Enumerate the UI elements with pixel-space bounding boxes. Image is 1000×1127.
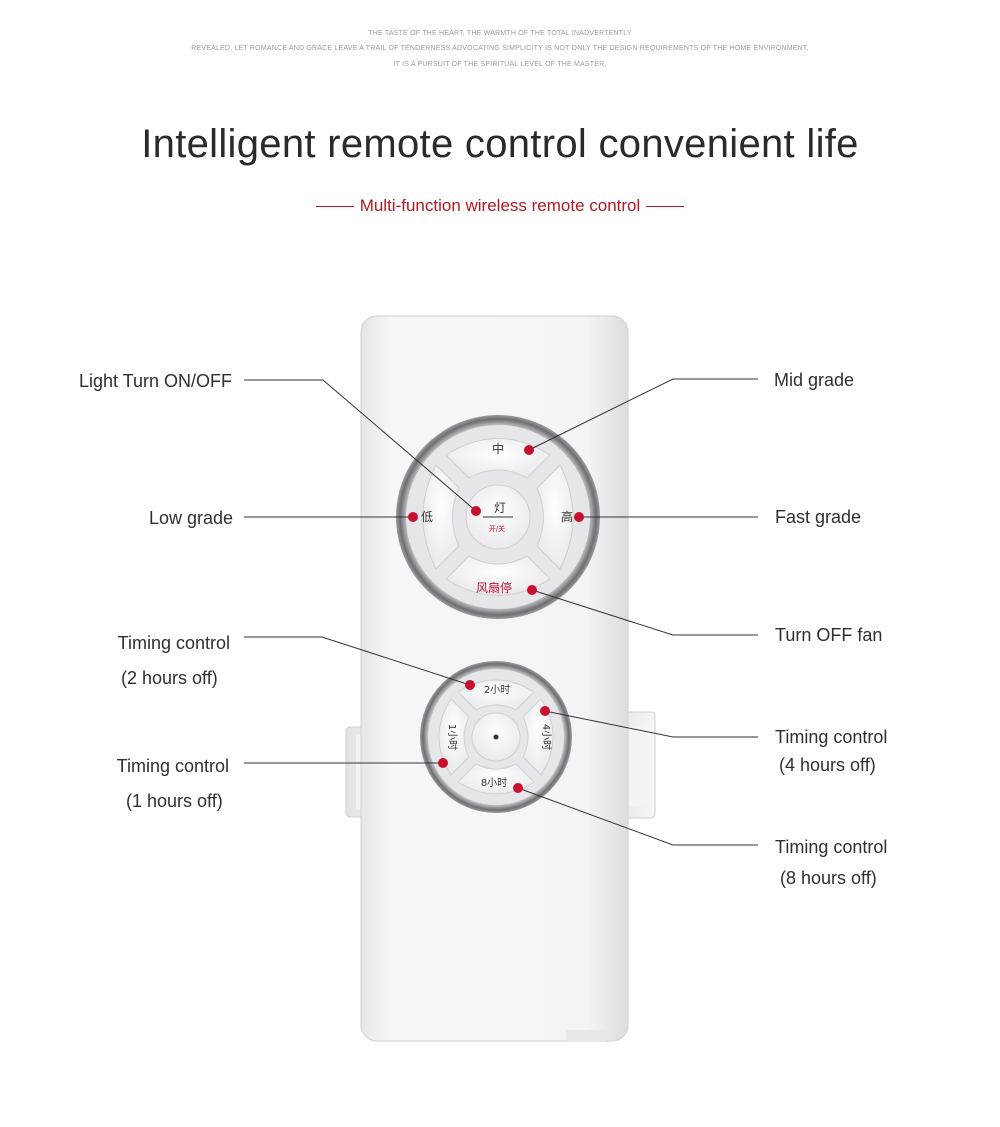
high-button-label: 高 bbox=[561, 509, 573, 524]
light-button-label: 灯 bbox=[494, 501, 506, 515]
timer-4h-label: 4小时 bbox=[540, 724, 552, 750]
page-subtitle: Multi-function wireless remote control bbox=[0, 196, 1000, 216]
callout-timer-2h-sub: (2 hours off) bbox=[121, 668, 218, 688]
timer-control-pad: 2小时 8小时 1小时 4小时 bbox=[420, 661, 572, 813]
callout-timer-1h-title: Timing control bbox=[116, 756, 229, 776]
callout-timer-8h-sub: (8 hours off) bbox=[780, 868, 877, 888]
high-speed-button[interactable] bbox=[536, 464, 574, 570]
callout-mid: Mid grade bbox=[774, 370, 855, 390]
marker-mid bbox=[524, 445, 534, 455]
leader-timer-4h bbox=[544, 710, 758, 738]
marker-timer-4h bbox=[540, 706, 550, 716]
fan-stop-button[interactable] bbox=[445, 555, 551, 596]
callout-fast: Fast grade bbox=[775, 507, 862, 527]
leader-timer-8h bbox=[517, 787, 758, 846]
intro-line-2: REVEALED, LET ROMANCE AND GRACE LEAVE A … bbox=[191, 45, 809, 52]
timer-4h-button[interactable] bbox=[522, 698, 554, 776]
mid-speed-button[interactable] bbox=[445, 438, 551, 479]
callout-markers bbox=[408, 445, 584, 793]
fan-control-pad: 灯 开/关 中 低 高 风扇停 bbox=[396, 415, 600, 619]
fan-stop-button-label: 风扇停 bbox=[476, 580, 512, 595]
marker-light bbox=[471, 506, 481, 516]
light-button-sublabel: 开/关 bbox=[489, 524, 505, 533]
marker-timer-8h bbox=[513, 783, 523, 793]
callout-fan-off: Turn OFF fan bbox=[775, 625, 883, 645]
timer-2h-button[interactable] bbox=[457, 679, 535, 711]
intro-line-1: THE TASTE OF THE HEART, THE WARMTH OF TH… bbox=[368, 30, 632, 37]
low-speed-button[interactable] bbox=[422, 464, 460, 570]
leader-timer-2h bbox=[244, 636, 471, 686]
marker-low bbox=[408, 512, 418, 522]
callout-timer-4h-title: Timing control bbox=[775, 727, 888, 747]
timer-1h-button[interactable] bbox=[438, 698, 470, 776]
leader-light bbox=[244, 379, 477, 512]
marker-fan-off bbox=[527, 585, 537, 595]
marker-timer-2h bbox=[465, 680, 475, 690]
timer-2h-label: 2小时 bbox=[484, 684, 510, 696]
callout-light: Light Turn ON/OFF bbox=[78, 371, 232, 391]
callout-timer-1h-sub: (1 hours off) bbox=[126, 791, 223, 811]
intro-line-3: IT IS A PURSUIT OF THE SPIRITUAL LEVEL O… bbox=[393, 61, 607, 68]
callout-timer-2h-title: Timing control bbox=[117, 633, 230, 653]
page-title: Intelligent remote control convenient li… bbox=[141, 122, 859, 166]
callout-timer-4h-sub: (4 hours off) bbox=[779, 755, 876, 775]
callout-timer-8h-title: Timing control bbox=[775, 837, 888, 857]
leader-lines bbox=[244, 378, 758, 846]
subtitle-right-rule bbox=[646, 206, 685, 208]
callout-low: Low grade bbox=[148, 508, 233, 528]
timer-1h-label: 1小时 bbox=[446, 724, 458, 750]
timer-8h-label: 8小时 bbox=[481, 777, 507, 789]
subtitle-text: Multi-function wireless remote control bbox=[359, 196, 641, 215]
marker-timer-1h bbox=[438, 758, 448, 768]
leader-mid bbox=[528, 378, 758, 451]
leader-fan-off bbox=[531, 589, 758, 636]
marker-fast bbox=[574, 512, 584, 522]
subtitle-left-rule bbox=[315, 206, 354, 208]
mid-button-label: 中 bbox=[492, 441, 504, 456]
low-button-label: 低 bbox=[421, 510, 433, 524]
